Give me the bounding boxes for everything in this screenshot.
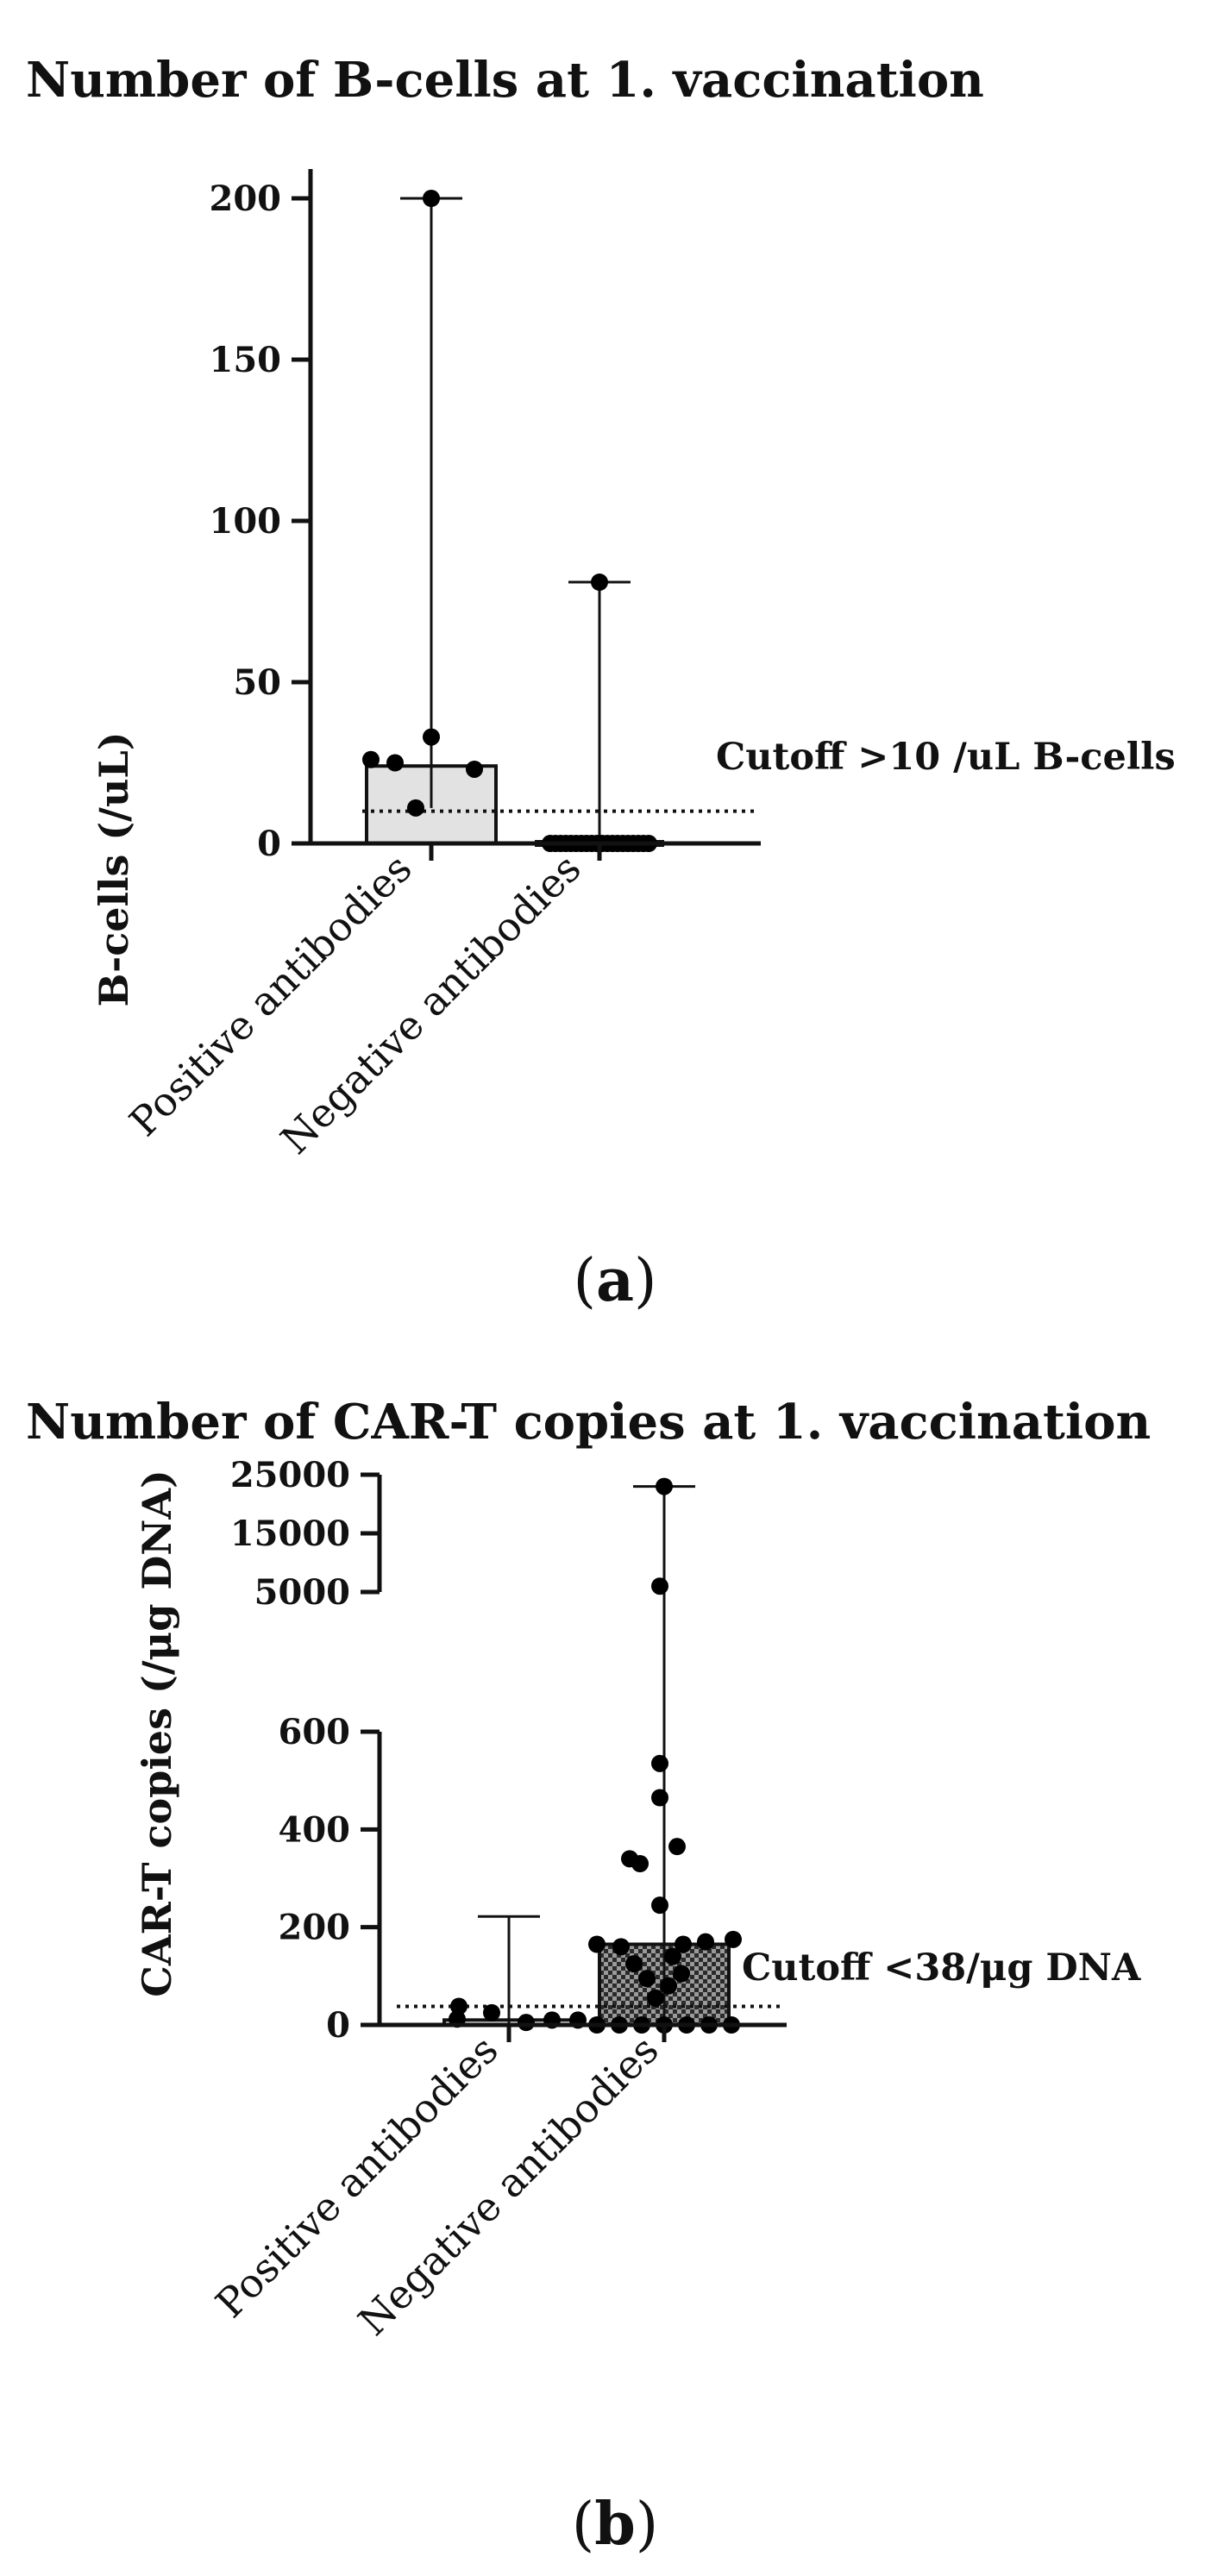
panel-a-point — [591, 573, 608, 592]
panel-b-point — [725, 1930, 742, 1948]
panel-b-title: Number of CAR-T copies at 1. vaccination — [26, 1394, 1151, 1451]
panel-b-chart: Number of CAR-T copies at 1. vaccination… — [26, 1394, 1151, 2559]
panel-b-label: (b) — [572, 2490, 659, 2559]
panel-a-point — [386, 754, 404, 772]
panel-a-y-tick-label: 0 — [257, 824, 281, 864]
panel-b-point — [518, 2014, 535, 2032]
panel-b-y-tick-label: 15000 — [230, 1514, 350, 1554]
panel-b-point — [656, 1477, 673, 1495]
panel-b-point — [697, 1933, 714, 1951]
panel-b-point — [664, 1947, 681, 1965]
panel-a-letter: a — [596, 1246, 634, 1315]
panel-b-point — [668, 1838, 686, 1856]
panel-a-y-tick-label: 50 — [233, 662, 281, 703]
panel-a-point — [407, 799, 424, 817]
panel-b-category-label-negative: Negative antibodies — [349, 2027, 668, 2345]
panel-b-point — [651, 1577, 668, 1595]
panel-b-cutoff-label: Cutoff <38/μg DNA — [742, 1946, 1141, 1990]
panel-a-y-tick-label: 100 — [210, 501, 282, 542]
panel-b-category-label-positive: Positive antibodies — [207, 2027, 507, 2327]
panel-b-point — [450, 1997, 468, 2015]
panel-a-plot: 0 50 100 150 200 — [210, 169, 761, 864]
panel-a-category-label-positive: Positive antibodies — [121, 845, 421, 1145]
panel-b-point — [638, 1970, 656, 1988]
panel-a-label: (a) — [573, 1246, 656, 1315]
panel-b-y-tick-label: 25000 — [230, 1455, 350, 1495]
panel-b-point — [651, 1896, 668, 1915]
panel-b-point — [612, 1938, 630, 1956]
panel-a-cutoff-label: Cutoff >10 /uL B-cells — [716, 736, 1176, 779]
panel-b-point — [625, 1955, 643, 1973]
panel-b-y-tick-label: 5000 — [254, 1572, 350, 1613]
panel-b-y-tick-label: 200 — [279, 1908, 351, 1948]
panel-b-point — [588, 1935, 606, 1953]
panel-b-y-tick-label: 600 — [279, 1712, 351, 1752]
panel-a-point — [362, 750, 380, 768]
panel-a-y-tick-label: 200 — [210, 179, 282, 219]
panel-b-y-axis-title: CAR-T copies (/μg DNA) — [134, 1470, 180, 1997]
panel-a-point — [466, 760, 483, 778]
panel-b-plot: 0 200 400 600 5000 15000 25000 — [230, 1455, 787, 2046]
panel-a-point — [423, 728, 440, 746]
panel-b-letter: b — [594, 2490, 636, 2559]
panel-a-y-axis-title: B-cells (/uL) — [91, 731, 137, 1006]
panel-b-point — [660, 1977, 677, 1995]
panel-b-point — [675, 1935, 692, 1953]
panel-a-category-label-negative: Negative antibodies — [272, 845, 590, 1163]
panel-b-point — [621, 1850, 638, 1868]
panel-a-chart: Number of B-cells at 1. vaccination B-ce… — [26, 52, 1176, 1315]
panel-b-point — [673, 1965, 690, 1983]
panel-a-point — [423, 190, 440, 207]
panel-b-y-tick-label: 0 — [326, 2005, 350, 2046]
panel-a-y-tick-label: 150 — [210, 340, 282, 380]
panel-b-point — [651, 1754, 668, 1772]
panel-b-point — [483, 2003, 500, 2021]
panel-b-y-tick-label: 400 — [279, 1809, 351, 1850]
panel-b-point — [647, 1989, 664, 2007]
panel-a-title: Number of B-cells at 1. vaccination — [26, 52, 984, 109]
panel-b-point — [651, 1789, 668, 1807]
